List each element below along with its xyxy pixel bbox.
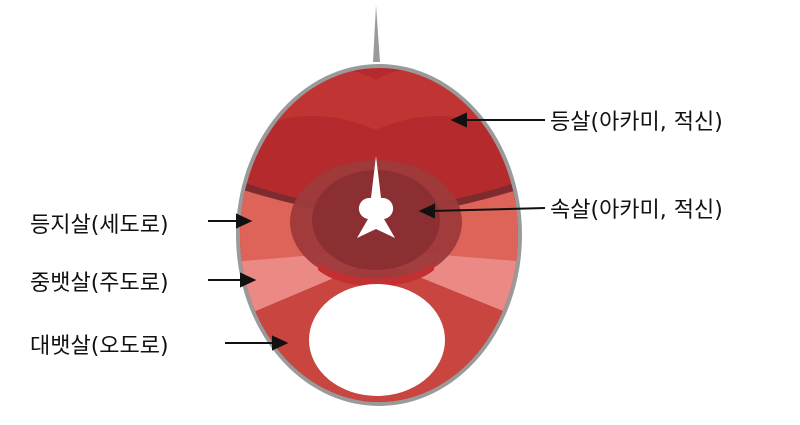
- arrowhead-inner-flesh: [418, 203, 435, 219]
- label-back-muscle: 등살(아카미, 적신): [550, 110, 723, 135]
- label-lower-belly: 대뱃살(오도로): [30, 334, 169, 359]
- spine-centrum: [367, 202, 385, 220]
- arrowhead-middle-belly: [240, 272, 257, 288]
- belly-cavity: [309, 284, 445, 396]
- label-upper-belly: 등지살(세도로): [30, 213, 169, 238]
- label-middle-belly: 중뱃살(주도로): [30, 271, 169, 296]
- dorsal-fin: [373, 5, 380, 62]
- arrow-inner-flesh: [430, 207, 546, 212]
- inner-flesh-lower-rim: [318, 262, 434, 287]
- label-inner-flesh: 속살(아카미, 적신): [550, 198, 723, 223]
- arrowhead-lower-belly: [272, 335, 289, 351]
- arrowhead-upper-belly: [236, 213, 253, 229]
- arrowhead-back-muscle: [450, 112, 467, 128]
- spine-bone: [357, 156, 395, 238]
